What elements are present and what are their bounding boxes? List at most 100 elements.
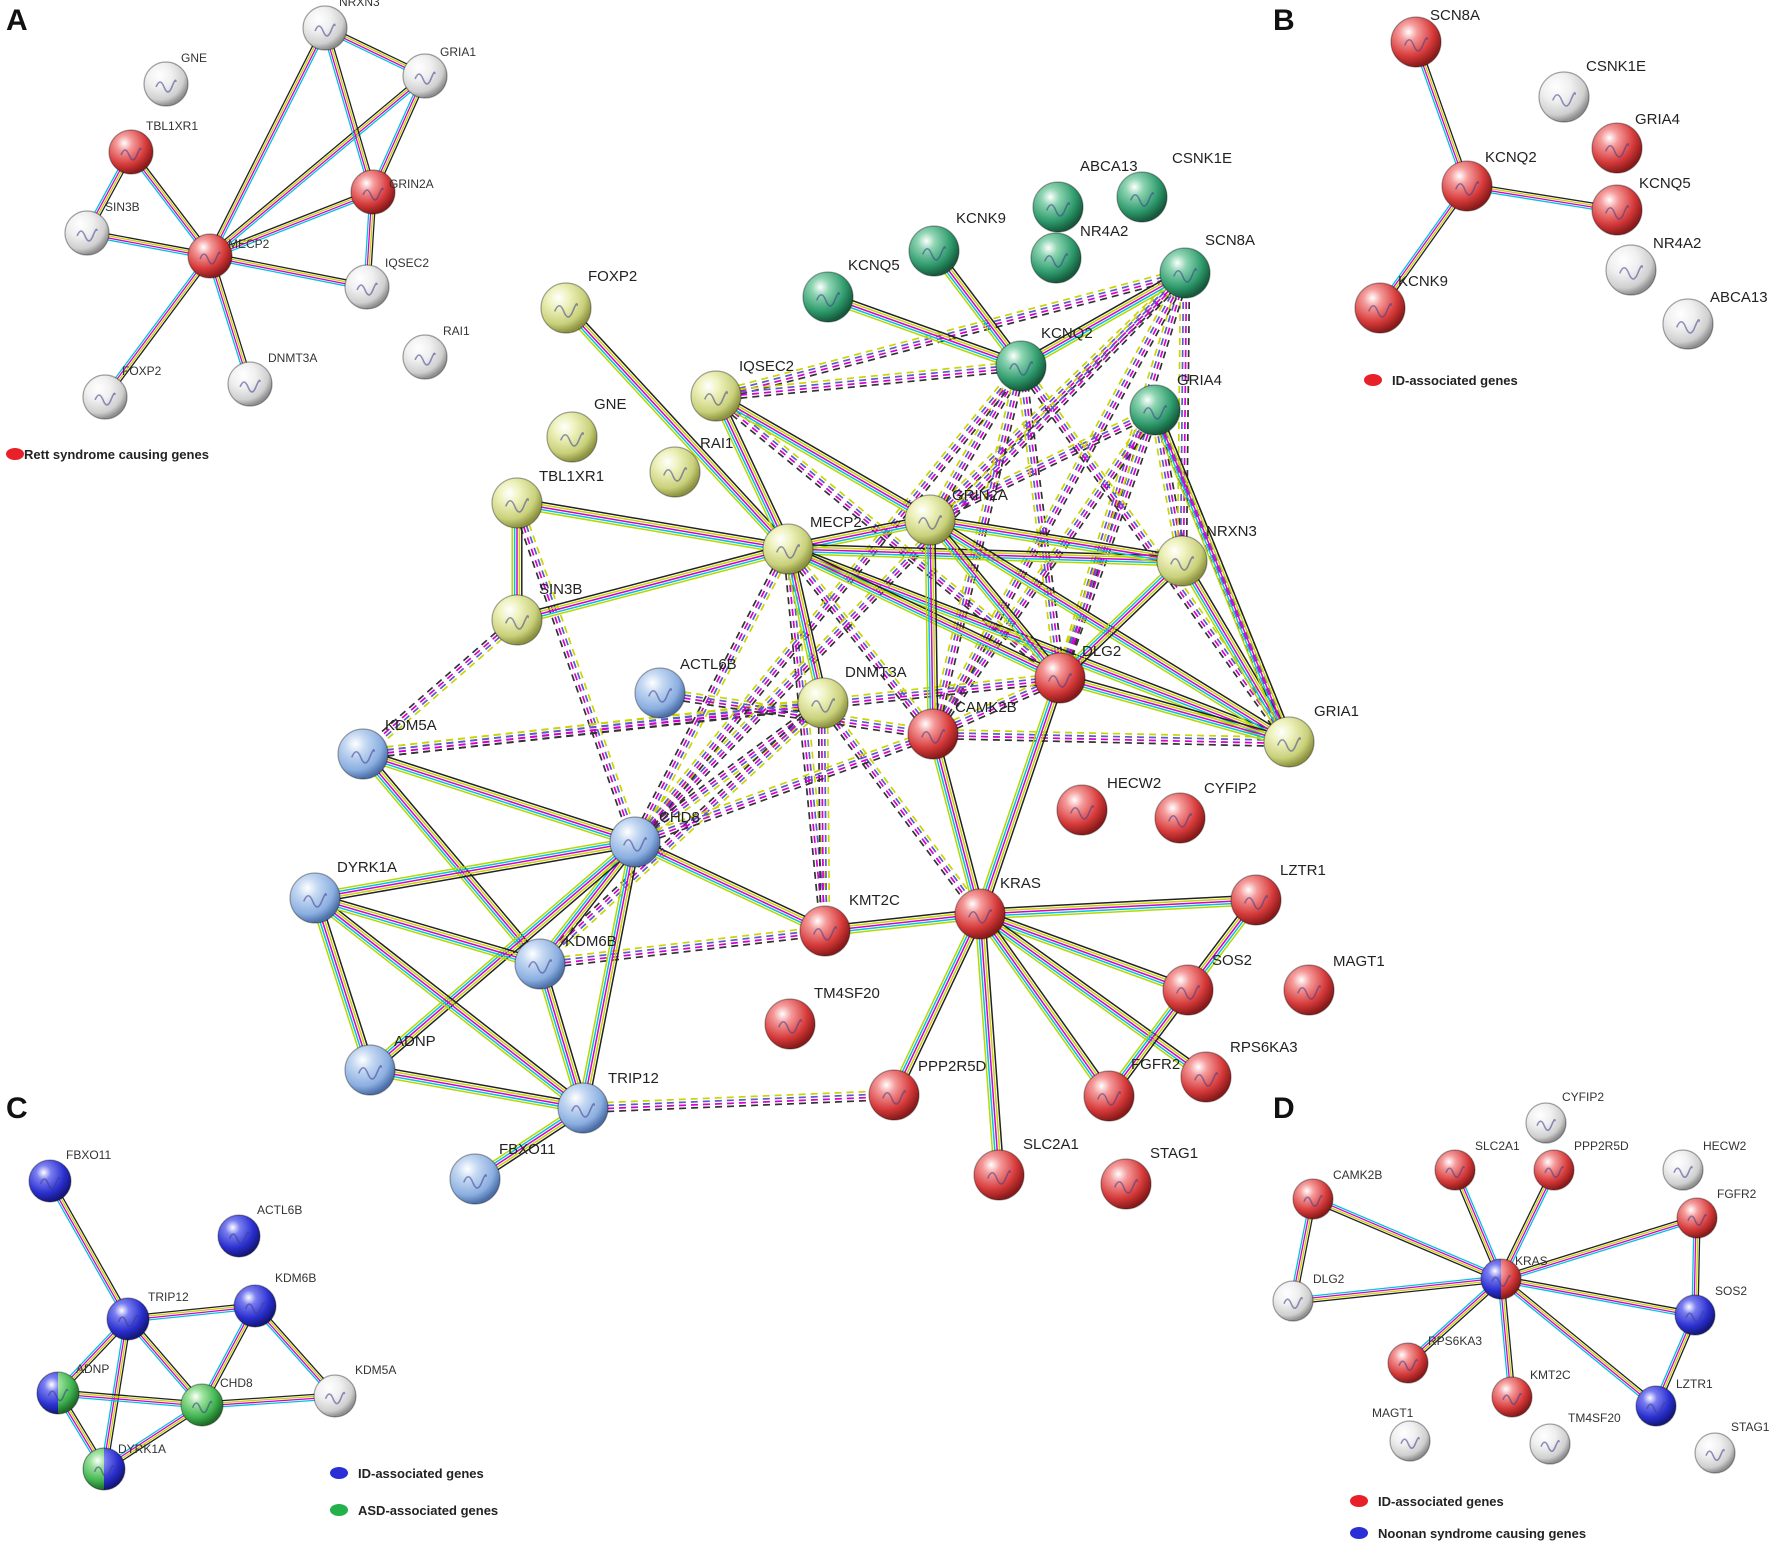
- panel-d-node-ppp2r5d[interactable]: PPP2R5D: [1533, 1139, 1629, 1191]
- main-node-fgfr2[interactable]: FGFR2: [1083, 1056, 1180, 1122]
- main-node-fbxo11[interactable]: FBXO11: [449, 1141, 555, 1205]
- main-node-rai1[interactable]: RAI1: [649, 435, 733, 498]
- main-node-gria4[interactable]: GRIA4: [1129, 372, 1222, 436]
- main-node-nr4a2[interactable]: NR4A2: [1030, 223, 1128, 284]
- main-node-mecp2[interactable]: MECP2: [762, 514, 862, 575]
- panel-b-node-scn8a[interactable]: SCN8A: [1390, 7, 1480, 68]
- main-node-kcnq2[interactable]: KCNQ2: [995, 325, 1093, 392]
- main-node-csnk1e[interactable]: CSNK1E: [1116, 150, 1232, 223]
- main-node-dyrk1a[interactable]: DYRK1A: [289, 859, 397, 924]
- main-node-abca13[interactable]: ABCA13: [1032, 158, 1138, 233]
- panel-c-node-adnp[interactable]: ADNP: [36, 1362, 109, 1415]
- panel-b-node-kcnk9[interactable]: KCNK9: [1354, 273, 1448, 334]
- main-node-scn8a[interactable]: SCN8A: [1159, 232, 1255, 299]
- panel-b-node-abca13[interactable]: ABCA13: [1662, 289, 1768, 350]
- edge-kras-ppp2r5d-stroke: [891, 912, 979, 1095]
- panel-d-node-tm4sf20[interactable]: TM4SF20: [1529, 1411, 1621, 1465]
- main-node-kcnk9[interactable]: KCNK9: [908, 210, 1006, 277]
- main-node-kcnq5[interactable]: KCNQ5: [802, 257, 900, 323]
- panel-a-node-foxp2[interactable]: FOXP2: [82, 364, 162, 420]
- panel-d-node-stag1[interactable]: STAG1: [1694, 1420, 1770, 1474]
- main-node-dnmt3a[interactable]: DNMT3A: [797, 664, 907, 729]
- panel-d-node-kmt2c[interactable]: KMT2C: [1491, 1368, 1571, 1418]
- main-node-gne[interactable]: GNE: [546, 396, 627, 463]
- main-node-kras[interactable]: KRAS: [954, 875, 1041, 940]
- panel-d-node-hecw2[interactable]: HECW2: [1662, 1139, 1747, 1191]
- main-node-dlg2[interactable]: DLG2: [1034, 643, 1121, 704]
- main-node-sin3b[interactable]: SIN3B: [491, 581, 582, 646]
- panel-d-node-dlg2[interactable]: DLG2: [1272, 1272, 1345, 1322]
- edge-kcnq2-kcnq5-stroke: [1466, 186, 1617, 212]
- main-node-actl6b[interactable]: ACTL6B: [634, 656, 737, 719]
- panel-b-node-csnk1e[interactable]: CSNK1E: [1538, 58, 1646, 123]
- panel-c-node-dyrk1a[interactable]: DYRK1A: [82, 1442, 166, 1491]
- panel-a-node-dnmt3a[interactable]: DNMT3A: [227, 351, 317, 407]
- main-node-ppp2r5d[interactable]: PPP2R5D: [868, 1058, 987, 1121]
- edge-kras-rps6ka3: [1405, 1276, 1504, 1366]
- panel-b-node-nr4a2[interactable]: NR4A2: [1605, 235, 1701, 296]
- main-node-sos2[interactable]: SOS2: [1162, 952, 1252, 1016]
- panel-d-node-lztr1[interactable]: LZTR1: [1635, 1377, 1713, 1427]
- panel-a-node-grin2a[interactable]: GRIN2A: [350, 169, 434, 215]
- main-node-nrxn3[interactable]: NRXN3: [1156, 523, 1257, 587]
- panel-c-node-kdm6b[interactable]: KDM6B: [233, 1271, 316, 1328]
- main-node-grin2a[interactable]: GRIN2A: [904, 487, 1008, 546]
- panel-a-node-mecp2[interactable]: MECP2: [187, 233, 270, 279]
- edge-iqsec2-mecp2: [710, 393, 794, 552]
- main-node-iqsec2[interactable]: IQSEC2: [690, 358, 794, 422]
- panel-d-node-slc2a1[interactable]: SLC2A1: [1434, 1139, 1520, 1191]
- main-node-label: RAI1: [700, 435, 733, 452]
- main-node-rps6ka3[interactable]: RPS6KA3: [1180, 1039, 1298, 1103]
- panel-c-node-trip12[interactable]: TRIP12: [106, 1290, 189, 1341]
- main-node-slc2a1[interactable]: SLC2A1: [973, 1136, 1079, 1201]
- main-node-cyfip2[interactable]: CYFIP2: [1154, 780, 1257, 844]
- node-ball: [402, 334, 448, 380]
- main-node-adnp[interactable]: ADNP: [344, 1033, 436, 1096]
- panel-c-node-kdm5a[interactable]: KDM5A: [313, 1363, 396, 1418]
- main-node-kdm5a[interactable]: KDM5A: [337, 717, 437, 780]
- panel-b-node-kcnq2[interactable]: KCNQ2: [1441, 149, 1537, 212]
- panel-b-node-label: KCNK9: [1398, 273, 1448, 290]
- main-node-lztr1[interactable]: LZTR1: [1230, 862, 1326, 926]
- edge-grin2a-nrxn3-stroke: [930, 514, 1183, 558]
- panel-d-node-kras[interactable]: KRAS: [1480, 1254, 1548, 1300]
- dashed-edge-tbl1xr1-chd8-stroke: [514, 503, 635, 843]
- panel-d-node-rps6ka3[interactable]: RPS6KA3: [1387, 1334, 1482, 1384]
- edge-kcnq5-kcnq2-stroke: [829, 291, 1023, 363]
- panel-d-node-fgfr2[interactable]: FGFR2: [1676, 1187, 1757, 1239]
- panel-b-node-kcnq5[interactable]: KCNQ5: [1591, 175, 1691, 236]
- panel-c-node-actl6b[interactable]: ACTL6B: [217, 1203, 302, 1258]
- dashed-edge-chd8-camk2b: [633, 728, 935, 848]
- panel-c-node-fbxo11[interactable]: FBXO11: [28, 1148, 111, 1203]
- panel-a-node-iqsec2[interactable]: IQSEC2: [344, 256, 429, 310]
- main-node-gria1[interactable]: GRIA1: [1263, 703, 1359, 768]
- main-node-tm4sf20[interactable]: TM4SF20: [764, 985, 880, 1050]
- main-node-magt1[interactable]: MAGT1: [1283, 953, 1385, 1016]
- panel-d-node-camk2b[interactable]: CAMK2B: [1292, 1168, 1382, 1220]
- main-node-kdm6b[interactable]: KDM6B: [514, 933, 617, 990]
- main-node-kmt2c[interactable]: KMT2C: [799, 892, 900, 957]
- panel-a-node-rai1[interactable]: RAI1: [402, 324, 470, 380]
- panel-c-node-chd8[interactable]: CHD8: [180, 1376, 253, 1427]
- panel-d-node-cyfip2[interactable]: CYFIP2: [1525, 1090, 1604, 1144]
- panel-a-node-sin3b[interactable]: SIN3B: [64, 200, 140, 256]
- panel-d-node-magt1[interactable]: MAGT1: [1372, 1406, 1431, 1462]
- main-node-chd8[interactable]: CHD8: [609, 809, 700, 868]
- main-node-stag1[interactable]: STAG1: [1100, 1145, 1198, 1210]
- panel-d-node-sos2[interactable]: SOS2: [1674, 1284, 1747, 1336]
- panel-b-node-gria4[interactable]: GRIA4: [1591, 111, 1680, 174]
- node-ball: [491, 594, 543, 646]
- panel-a-node-gria1[interactable]: GRIA1: [402, 45, 476, 99]
- main-node-tbl1xr1[interactable]: TBL1XR1: [491, 468, 604, 529]
- main-node-foxp2[interactable]: FOXP2: [540, 268, 637, 334]
- node-ball: [233, 1284, 277, 1328]
- dashed-edge-dlg2-scn8a-stroke: [1060, 273, 1188, 679]
- panel-a-node-gne[interactable]: GNE: [143, 51, 207, 107]
- panel-a-node-nrxn3[interactable]: NRXN3: [302, 0, 380, 51]
- main-node-camk2b[interactable]: CAMK2B: [907, 699, 1017, 760]
- main-node-hecw2[interactable]: HECW2: [1056, 775, 1161, 836]
- panel-a-node-tbl1xr1[interactable]: TBL1XR1: [108, 119, 198, 175]
- edge-fbxo11-trip12-stroke: [46, 1182, 126, 1321]
- main-node-trip12[interactable]: TRIP12: [557, 1070, 659, 1134]
